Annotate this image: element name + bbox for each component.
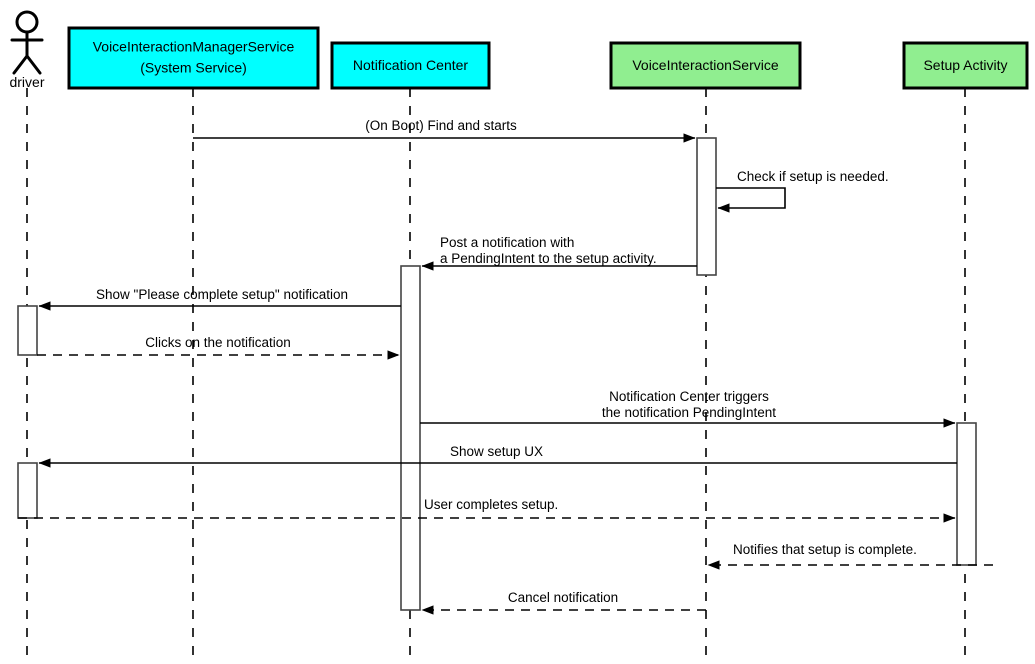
- message-on-boot-find-and-starts[interactable]: (On Boot) Find and starts: [193, 118, 696, 143]
- activation-setup-activity-1: [956, 422, 977, 566]
- message-label-6-line2: the notification PendingIntent: [602, 405, 776, 420]
- message-user-completes-setup[interactable]: User completes setup.: [18, 497, 956, 523]
- message-show-setup-ux[interactable]: Show setup UX: [38, 444, 957, 468]
- message-cancel-notification[interactable]: Cancel notification: [421, 590, 706, 615]
- actor-left-leg-icon: [12, 54, 29, 75]
- message-label-8: User completes setup.: [424, 497, 558, 512]
- participant-box-vims[interactable]: [67, 26, 320, 90]
- message-label-2: Check if setup is needed.: [737, 169, 889, 184]
- activation-voice-interaction-service-1: [696, 137, 717, 276]
- participant-label-vims-line2: (System Service): [140, 60, 247, 76]
- message-show-please-complete-setup-notification[interactable]: Show "Please complete setup" notificatio…: [38, 287, 401, 311]
- activation-bars: [17, 137, 977, 611]
- message-label-5: Clicks on the notification: [145, 335, 291, 350]
- participant-label-vims-line1: VoiceInteractionManagerService: [93, 39, 295, 55]
- participant-box-setup-activity[interactable]: [902, 41, 1029, 90]
- message-label-3-line1: Post a notification with: [440, 235, 574, 250]
- actor-right-leg-icon: [25, 54, 42, 75]
- message-clicks-on-the-notification[interactable]: Clicks on the notification: [37, 335, 400, 360]
- actor-label-driver: driver: [9, 74, 44, 90]
- activation-driver-2: [17, 462, 38, 519]
- participant-setup-activity[interactable]: Setup Activity: [902, 41, 1029, 90]
- message-arrow-2-self: [716, 187, 786, 213]
- participant-label-voice-interaction-service: VoiceInteractionService: [632, 57, 779, 73]
- participant-label-setup-activity: Setup Activity: [923, 57, 1007, 73]
- activation-driver-1: [17, 305, 38, 356]
- message-post-a-notification[interactable]: Post a notification with a PendingIntent…: [421, 235, 697, 271]
- participant-voice-interaction-service[interactable]: VoiceInteractionService: [609, 41, 802, 90]
- participant-vims[interactable]: VoiceInteractionManagerService (System S…: [67, 26, 320, 90]
- participant-box-voice-interaction-service[interactable]: [609, 41, 802, 90]
- message-label-1: (On Boot) Find and starts: [365, 118, 517, 133]
- message-check-if-setup-is-needed[interactable]: Check if setup is needed.: [716, 169, 889, 213]
- actor-driver[interactable]: driver: [9, 10, 45, 90]
- message-notifies-that-setup-is-complete[interactable]: Notifies that setup is complete.: [707, 542, 993, 570]
- message-label-10: Cancel notification: [508, 590, 618, 605]
- message-label-4: Show "Please complete setup" notificatio…: [96, 287, 348, 302]
- message-label-9: Notifies that setup is complete.: [733, 542, 917, 557]
- message-label-7: Show setup UX: [450, 444, 543, 459]
- message-label-3-line2: a PendingIntent to the setup activity.: [440, 251, 657, 266]
- actor-head-icon: [15, 10, 39, 34]
- participant-box-notification-center[interactable]: [330, 41, 491, 90]
- participant-notification-center[interactable]: Notification Center: [330, 41, 491, 90]
- message-label-6-line1: Notification Center triggers: [609, 389, 769, 404]
- activation-notification-center-1: [400, 265, 421, 611]
- participant-label-notification-center: Notification Center: [353, 57, 469, 73]
- message-notification-center-triggers-pendingintent[interactable]: Notification Center triggers the notific…: [420, 389, 956, 428]
